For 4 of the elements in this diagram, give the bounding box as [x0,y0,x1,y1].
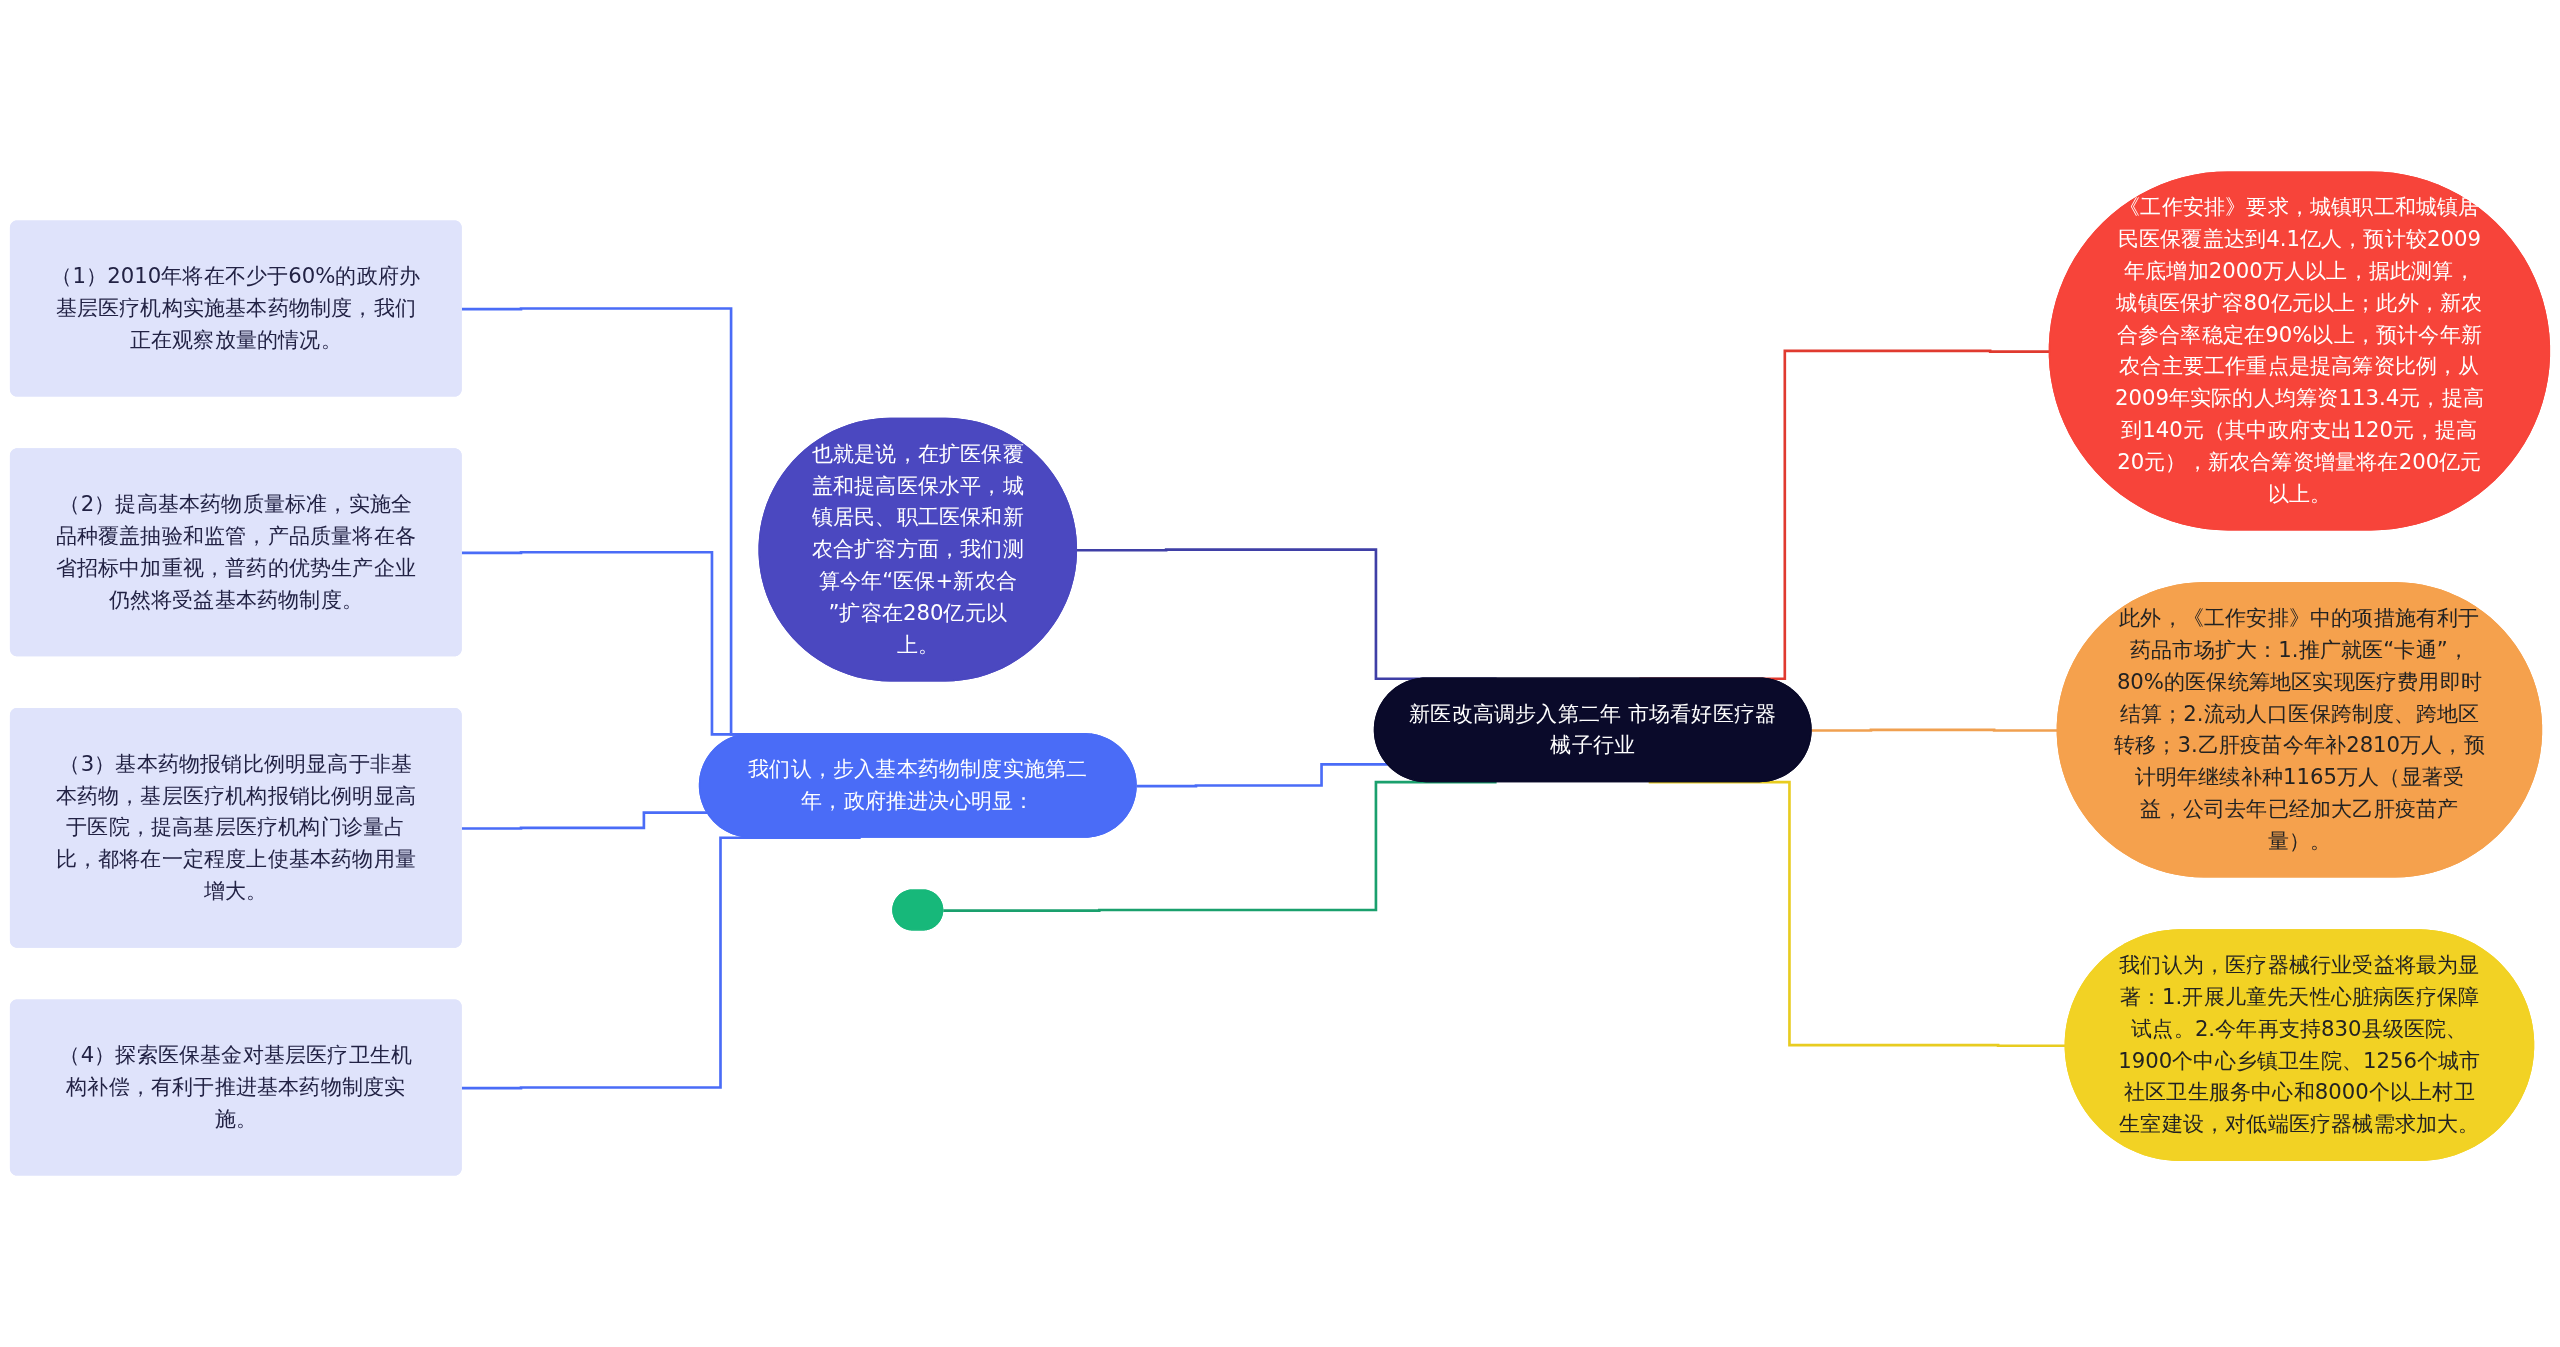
connector [1648,780,2066,1048]
connector [1136,763,1388,788]
connector [461,811,708,830]
connector [943,780,1497,912]
